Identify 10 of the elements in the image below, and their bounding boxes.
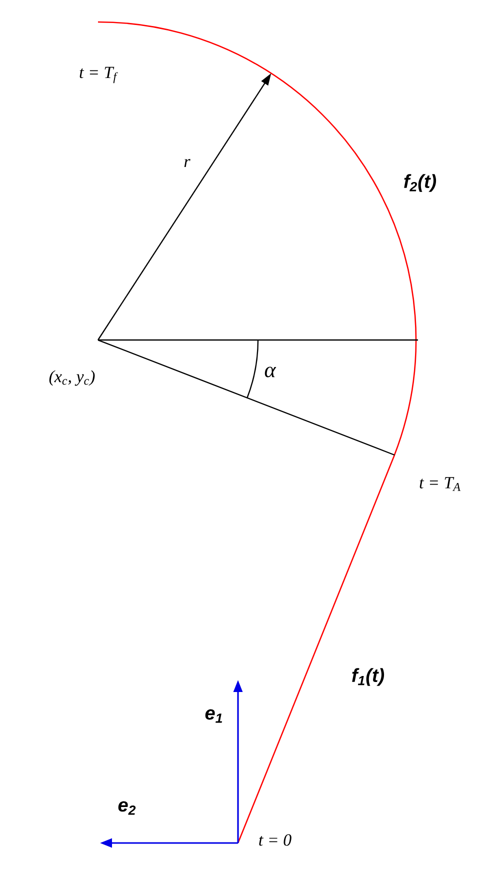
basis-vector-label: e$_{1}$ [205,709,222,723]
time-label: t = 0 [259,834,292,846]
curve-label: f$_{1}$(t) [352,668,384,686]
radius-label: r [184,159,190,167]
curve-label: f$_{2}$(t) [404,174,436,192]
time-label: t = T$_{f}$ [80,66,118,84]
point-label: (x$_{c}$, y$_{c}$) [49,370,95,386]
angle-label: α [264,366,276,378]
time-label: t = T$_{A}$ [420,477,460,491]
basis-vector-label: e$_{2}$ [118,801,136,815]
